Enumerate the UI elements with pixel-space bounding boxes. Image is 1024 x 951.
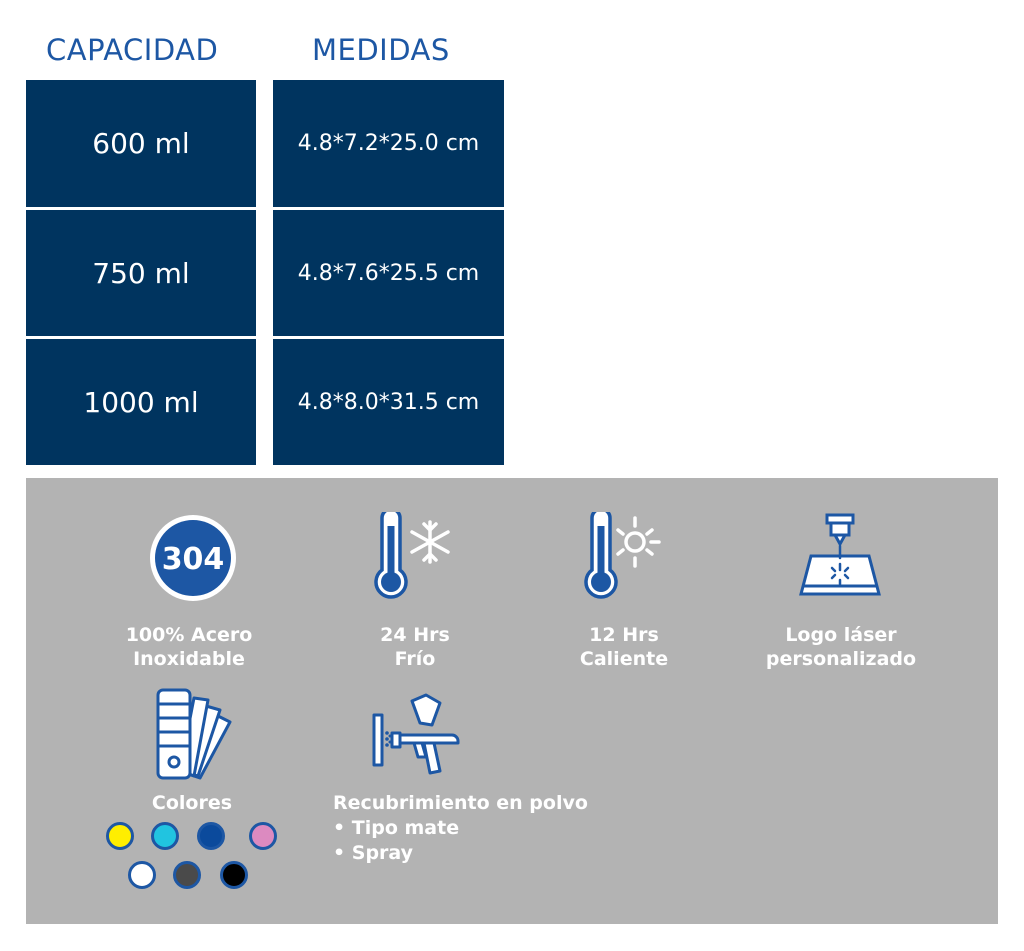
thermometer-snowflake-icon — [374, 512, 450, 599]
hot-label-line2: Caliente — [579, 648, 669, 670]
measures-header: MEDIDAS — [312, 33, 450, 67]
steel-label-line1: 100% Acero — [125, 624, 253, 646]
capacity-header: CAPACIDAD — [46, 33, 219, 67]
coating-label-line3: • Spray — [333, 842, 414, 864]
colors-label: Colores — [151, 792, 233, 814]
spray-gun-icon — [372, 693, 460, 775]
laser-engraving-icon — [799, 513, 881, 596]
swatch-gray — [173, 861, 201, 889]
swatch-blue — [197, 822, 225, 850]
laser-label-line2: personalizado — [765, 648, 917, 670]
badge-text: 304 — [162, 542, 225, 577]
swatch-white — [128, 861, 156, 889]
swatch-black — [220, 861, 248, 889]
measures-cell-600: 4.8*7.2*25.0 cm — [273, 80, 504, 207]
cold-label-line2: Frío — [394, 648, 436, 670]
measures-cell-1000: 4.8*8.0*31.5 cm — [273, 339, 504, 465]
capacity-cell-750: 750 ml — [26, 210, 256, 336]
steel-label-line2: Inoxidable — [133, 648, 245, 670]
coating-label-line2: • Tipo mate — [333, 817, 460, 839]
swatch-cyan — [151, 822, 179, 850]
swatch-pink — [249, 822, 277, 850]
steel-304-badge-icon: 304 — [150, 515, 236, 601]
hot-label-line1: 12 Hrs — [589, 624, 659, 646]
laser-label-line1: Logo láser — [785, 624, 897, 646]
coating-label-line1: Recubrimiento en polvo — [333, 792, 588, 814]
measures-cell-750: 4.8*7.6*25.5 cm — [273, 210, 504, 336]
cold-label-line1: 24 Hrs — [380, 624, 450, 646]
capacity-cell-600: 600 ml — [26, 80, 256, 207]
thermometer-sun-icon — [584, 512, 661, 599]
capacity-cell-1000: 1000 ml — [26, 339, 256, 465]
swatch-yellow — [106, 822, 134, 850]
color-swatch-icon — [156, 688, 232, 780]
